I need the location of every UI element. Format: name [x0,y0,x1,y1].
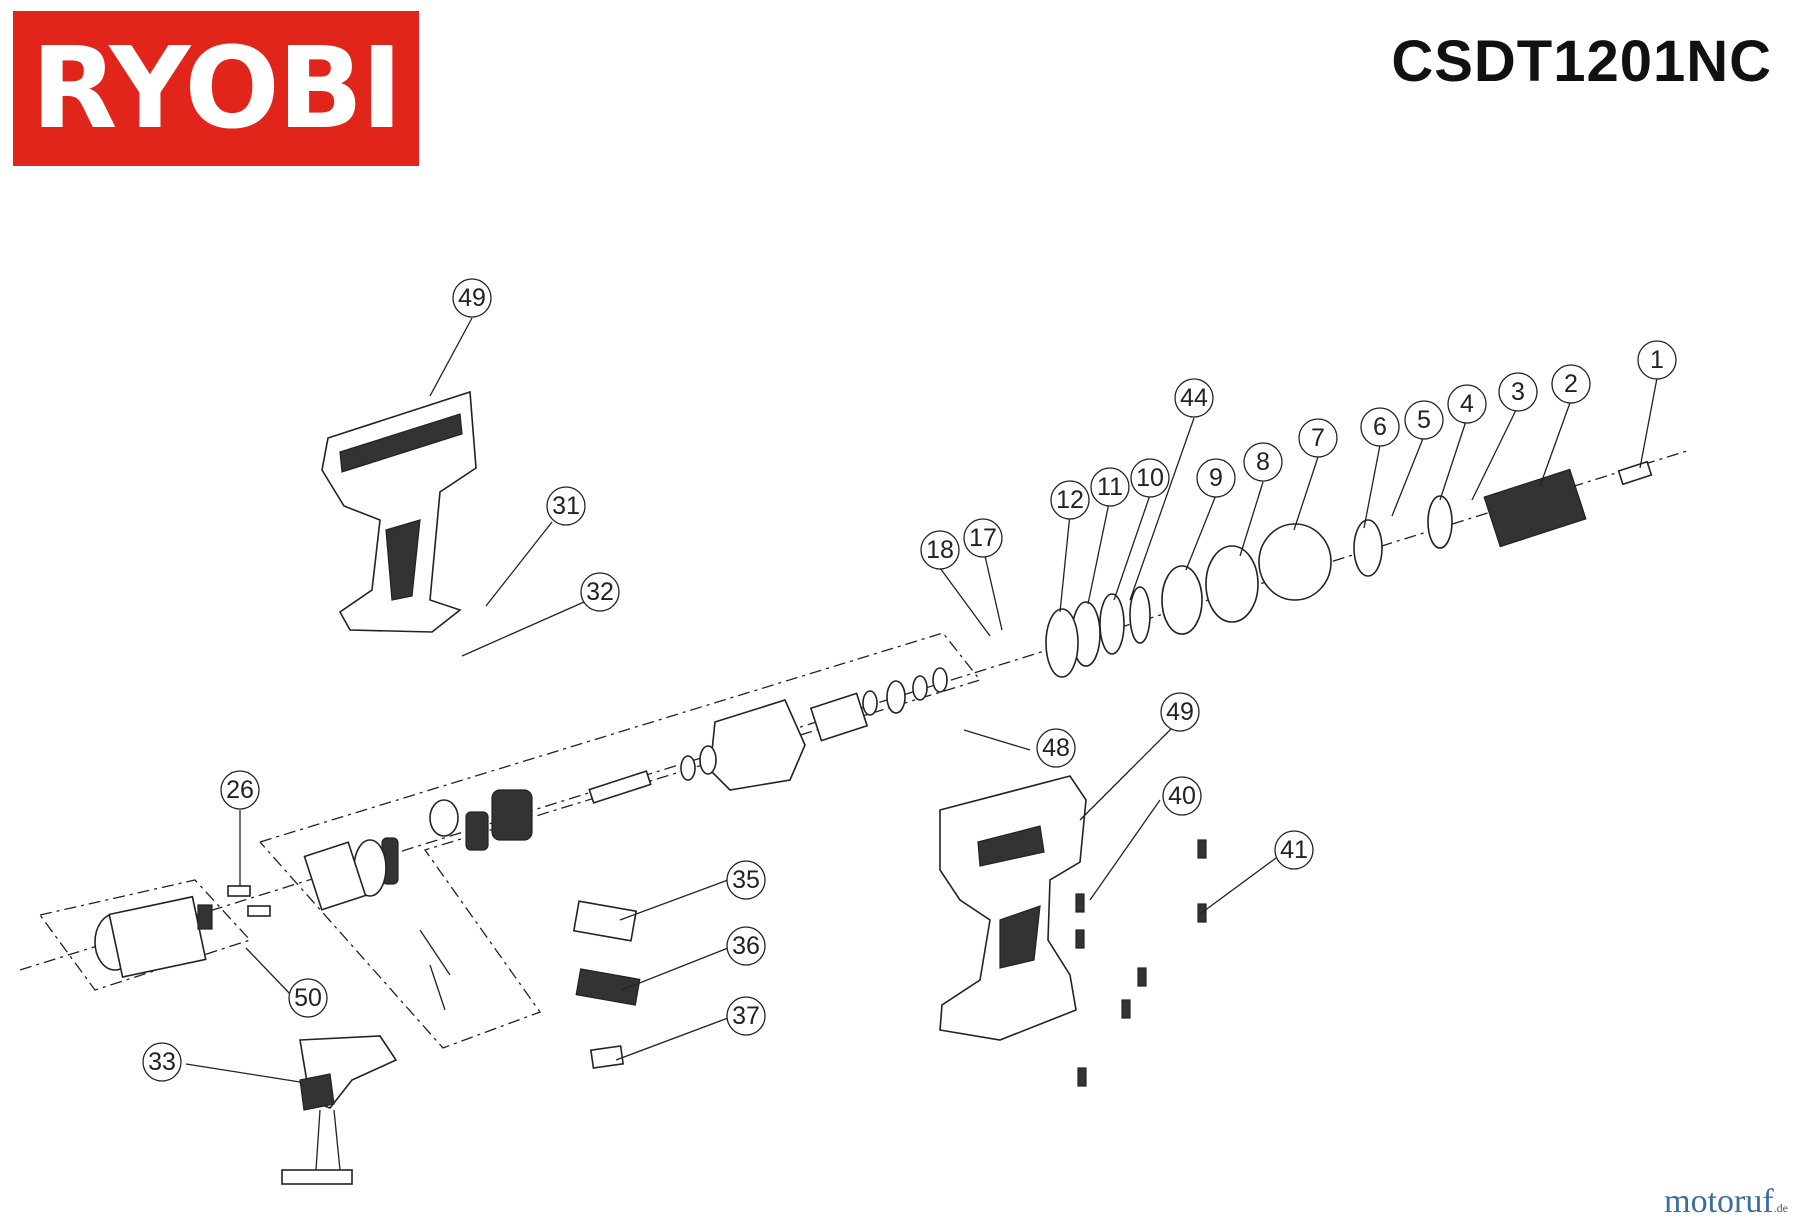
svg-text:35: 35 [732,866,760,894]
svg-text:50: 50 [294,984,322,1012]
svg-text:48: 48 [1042,734,1070,762]
callout-26: 26 [220,770,260,810]
svg-text:17: 17 [969,524,997,552]
svg-text:37: 37 [732,1002,760,1030]
svg-text:41: 41 [1280,836,1308,864]
svg-text:4: 4 [1460,390,1474,418]
svg-text:2: 2 [1564,370,1578,398]
screws [1075,839,1207,1087]
svg-text:10: 10 [1136,464,1164,492]
svg-text:8: 8 [1256,448,1270,476]
svg-text:6: 6 [1373,413,1387,441]
callout-37: 37 [726,996,766,1036]
callout-31: 31 [546,486,586,526]
callout-11: 11 [1090,467,1130,507]
svg-text:49: 49 [458,284,486,312]
svg-text:3: 3 [1511,378,1525,406]
callout-17: 17 [963,518,1003,558]
callout-33: 33 [142,1042,182,1082]
logo-text: RYOBI [31,24,402,154]
group-outline-48 [259,632,982,1049]
callout-48: 48 [1036,728,1076,768]
callout-3: 3 [1498,372,1538,412]
watermark-main: motoruf [1664,1183,1774,1220]
assembly-axis [19,449,1691,971]
callout-44: 44 [1174,378,1214,418]
svg-text:40: 40 [1168,782,1196,810]
gearbox-parts [303,667,948,1011]
callout-2: 2 [1551,364,1591,404]
callout-8: 8 [1243,442,1283,482]
svg-text:33: 33 [148,1048,176,1076]
svg-text:18: 18 [926,536,954,564]
housing-left-half [321,390,477,633]
svg-text:36: 36 [732,932,760,960]
callout-18: 18 [920,530,960,570]
housing-right-half [939,775,1087,1041]
leader-lines [185,317,1658,1083]
callout-49-top: 49 [452,278,492,318]
svg-text:9: 9 [1209,464,1223,492]
callout-36: 36 [726,926,766,966]
svg-text:49: 49 [1166,698,1194,726]
callout-50: 50 [288,978,328,1018]
chuck-assembly [1045,460,1653,678]
svg-text:32: 32 [586,578,614,606]
svg-text:1: 1 [1650,346,1664,374]
callout-10: 10 [1130,458,1170,498]
model-number: CSDT1201NC [1391,29,1772,94]
callout-9: 9 [1196,458,1236,498]
callout-40: 40 [1162,776,1202,816]
callout-1: 1 [1637,340,1677,380]
motor [94,885,271,978]
callout-49-bottom: 49 [1160,692,1200,732]
watermark: motoruf.de [1664,1183,1788,1221]
ryobi-logo: RYOBI [13,11,419,166]
callout-5: 5 [1404,400,1444,440]
callout-7: 7 [1298,418,1338,458]
callout-4: 4 [1447,384,1487,424]
small-parts [572,900,641,1069]
svg-text:11: 11 [1097,473,1123,501]
callout-41: 41 [1274,830,1314,870]
callout-32: 32 [580,572,620,612]
svg-text:44: 44 [1180,384,1208,412]
svg-text:31: 31 [552,492,580,520]
group-outline-50 [39,879,252,991]
callout-35: 35 [726,860,766,900]
svg-text:5: 5 [1417,406,1431,434]
trigger-switch [281,1035,398,1185]
svg-text:26: 26 [226,776,254,804]
svg-text:12: 12 [1056,486,1084,514]
watermark-suffix: .de [1773,1201,1788,1215]
svg-text:7: 7 [1311,424,1325,452]
callout-6: 6 [1360,407,1400,447]
callout-12: 12 [1050,480,1090,520]
